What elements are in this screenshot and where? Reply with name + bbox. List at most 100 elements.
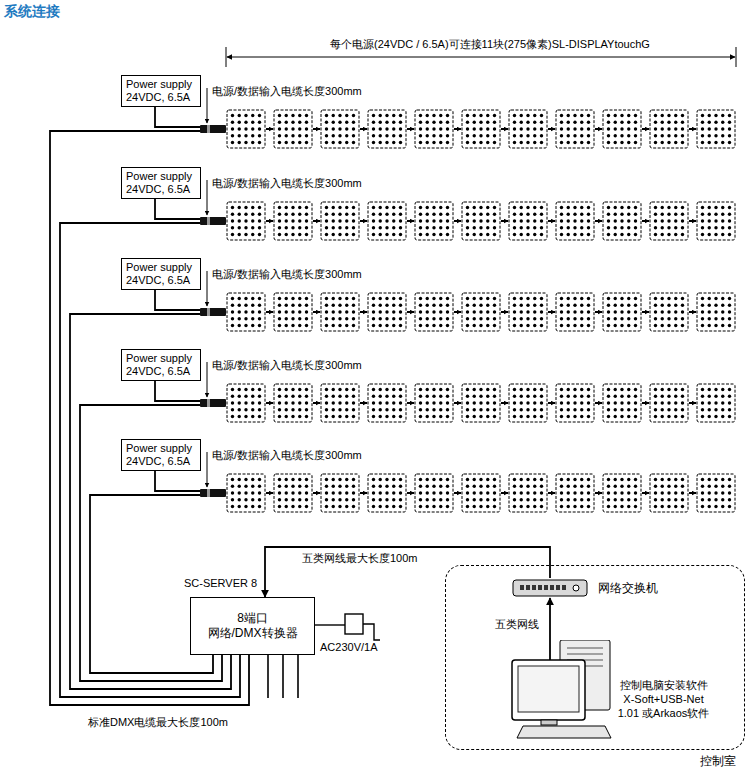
led-pixel — [627, 206, 630, 209]
led-pixel — [372, 395, 375, 398]
led-pixel — [681, 401, 684, 404]
led-pixel — [325, 408, 328, 411]
led-pixel — [446, 114, 449, 117]
led-pixel — [479, 505, 482, 508]
led-pixel — [439, 388, 442, 391]
led-pixel — [520, 478, 523, 481]
led-pixel — [392, 233, 395, 236]
led-pixel — [258, 408, 261, 411]
led-pixel — [728, 401, 731, 404]
led-pixel — [379, 388, 382, 391]
led-pixel — [352, 324, 355, 327]
led-pixel — [379, 233, 382, 236]
power-cable — [155, 107, 200, 127]
led-pixel — [533, 233, 536, 236]
led-pixel — [338, 498, 341, 501]
led-pixel — [338, 395, 341, 398]
led-pixel — [432, 415, 435, 418]
led-pixel — [379, 324, 382, 327]
led-pixel — [520, 297, 523, 300]
led-pixel — [419, 121, 422, 124]
led-pixel — [540, 121, 543, 124]
led-pixel — [258, 226, 261, 229]
tile-outline — [509, 110, 547, 148]
led-pixel — [419, 408, 422, 411]
led-pixel — [258, 141, 261, 144]
led-pixel — [620, 127, 623, 130]
led-pixel — [654, 134, 657, 137]
led-pixel — [305, 233, 308, 236]
led-pixel — [526, 401, 529, 404]
led-pixel — [721, 317, 724, 320]
led-pixel — [305, 310, 308, 313]
led-pixel — [620, 505, 623, 508]
led-pixel — [701, 485, 704, 488]
led-pixel — [332, 310, 335, 313]
led-pixel — [439, 141, 442, 144]
led-pixel — [392, 498, 395, 501]
led-pixel — [278, 233, 281, 236]
led-pixel — [231, 498, 234, 501]
led-pixel — [291, 401, 294, 404]
tile-outline — [368, 202, 406, 240]
led-tile — [509, 202, 547, 240]
led-pixel — [486, 219, 489, 222]
led-pixel — [714, 206, 717, 209]
led-pixel — [540, 310, 543, 313]
led-pixel — [580, 206, 583, 209]
led-pixel — [251, 408, 254, 411]
led-pixel — [278, 310, 281, 313]
led-pixel — [426, 401, 429, 404]
led-pixel — [567, 127, 570, 130]
led-pixel — [426, 141, 429, 144]
dmx-port — [297, 655, 299, 698]
connector-band — [207, 217, 210, 225]
led-pixel — [332, 485, 335, 488]
tile-outline — [556, 202, 594, 240]
led-pixel — [607, 226, 610, 229]
led-pixel — [473, 324, 476, 327]
led-pixel — [285, 310, 288, 313]
led-pixel — [674, 401, 677, 404]
led-pixel — [540, 233, 543, 236]
led-pixel — [533, 121, 536, 124]
led-pixel — [432, 317, 435, 320]
led-pixel — [426, 226, 429, 229]
led-pixel — [661, 134, 664, 137]
led-pixel — [446, 408, 449, 411]
led-pixel — [466, 114, 469, 117]
led-pixel — [251, 219, 254, 222]
led-pixel — [325, 297, 328, 300]
led-pixel — [493, 121, 496, 124]
led-pixel — [728, 121, 731, 124]
led-pixel — [634, 310, 637, 313]
led-pixel — [372, 401, 375, 404]
led-pixel — [392, 491, 395, 494]
led-pixel — [385, 233, 388, 236]
led-pixel — [620, 114, 623, 117]
data-chain-arrow — [454, 311, 461, 313]
led-pixel — [419, 134, 422, 137]
led-pixel — [493, 324, 496, 327]
led-pixel — [251, 141, 254, 144]
led-pixel — [338, 206, 341, 209]
cable-connector — [200, 125, 226, 133]
led-pixel — [560, 127, 563, 130]
led-pixel — [345, 114, 348, 117]
led-pixel — [385, 141, 388, 144]
led-pixel — [607, 213, 610, 216]
led-pixel — [721, 415, 724, 418]
led-pixel — [634, 304, 637, 307]
led-pixel — [728, 114, 731, 117]
led-pixel — [291, 114, 294, 117]
led-pixel — [614, 141, 617, 144]
led-pixel — [580, 401, 583, 404]
led-pixel — [352, 485, 355, 488]
led-pixel — [580, 134, 583, 137]
led-pixel — [486, 491, 489, 494]
led-pixel — [385, 408, 388, 411]
led-pixel — [681, 134, 684, 137]
led-pixel — [486, 134, 489, 137]
led-pixel — [627, 478, 630, 481]
led-pixel — [251, 206, 254, 209]
